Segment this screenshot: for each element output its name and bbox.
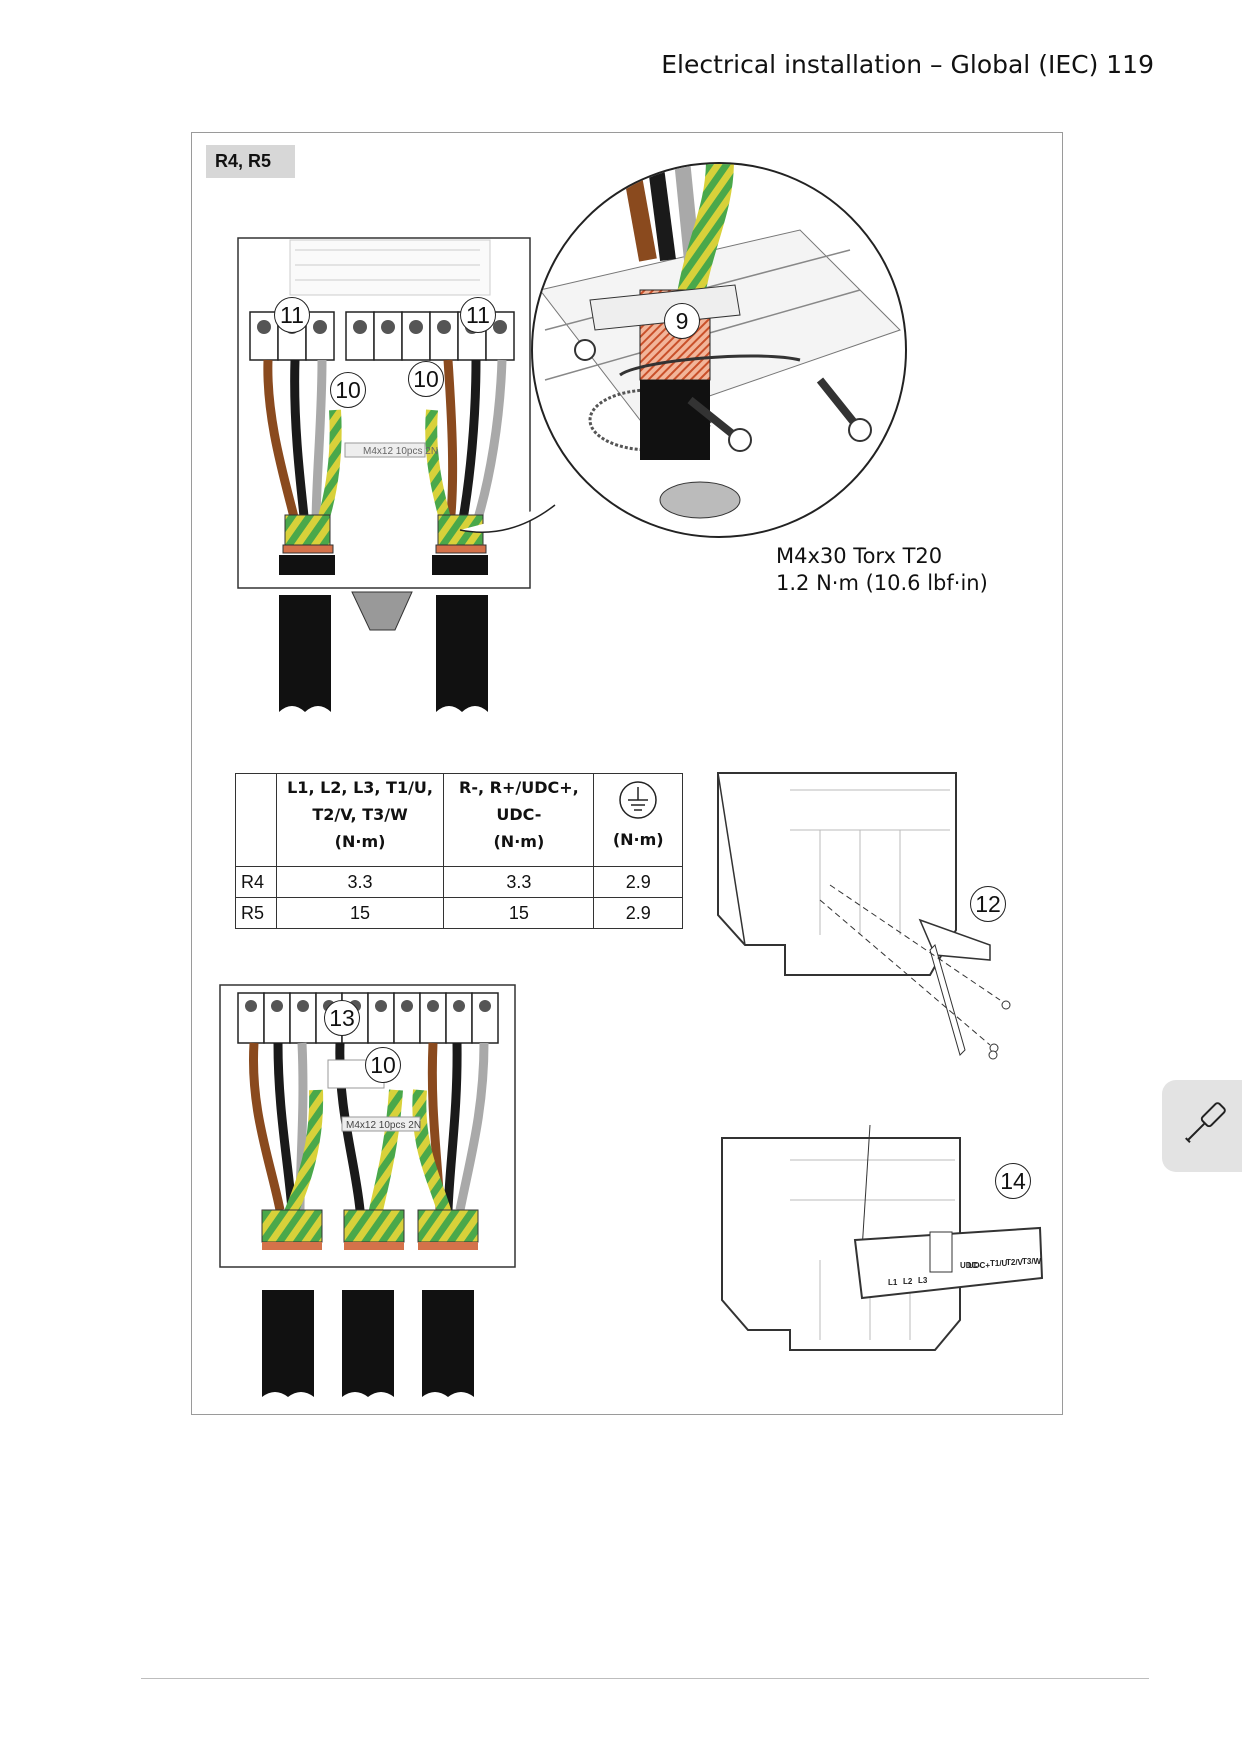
cover-label-l2: L2	[903, 1277, 913, 1286]
model-tag: R4, R5	[206, 145, 295, 178]
table-row: R5 15 15 2.9	[235, 897, 683, 929]
cover-label-t2: T2/V	[1006, 1258, 1024, 1267]
callout-10c: 10	[365, 1047, 401, 1083]
callout-12: 12	[970, 886, 1006, 922]
header-brake-dc-line-2: UDC-	[496, 805, 542, 824]
torque-table-header: L1, L2, L3, T1/U, T2/V, T3/W (N·m) R-, R…	[235, 773, 683, 867]
header-mains-motor-line-2: T2/V, T3/W	[312, 805, 408, 824]
panel-label-a: M4x12 10pcs 2N	[363, 446, 438, 457]
callout-9: 9	[664, 303, 700, 339]
header-brake-dc-line-3: (N·m)	[493, 832, 545, 851]
header-mains-motor-line-3: (N·m)	[334, 832, 386, 851]
screw-spec: M4x30 Torx T20 1.2 N·m (10.6 lbf·in)	[776, 543, 988, 597]
cell-pe: 2.9	[593, 897, 683, 929]
cover-label-t3: T3/W	[1022, 1257, 1042, 1266]
header-brake-dc: R-, R+/UDC+, UDC- (N·m)	[443, 773, 595, 867]
cover-label-l1: L1	[888, 1278, 898, 1287]
chapter-tab[interactable]	[1162, 1080, 1242, 1172]
callout-13: 13	[324, 1000, 360, 1036]
cell-frame: R5	[235, 897, 277, 929]
cover-label-udc-minus: UDC-	[960, 1261, 980, 1270]
callout-14: 14	[995, 1163, 1031, 1199]
ground-symbol-icon	[619, 781, 657, 819]
header-brake-dc-line-1: R-, R+/UDC+,	[459, 778, 579, 797]
header-mains-motor-line-1: L1, L2, L3, T1/U,	[287, 778, 433, 797]
table-row: R4 3.3 3.3 2.9	[235, 866, 683, 898]
cell-frame: R4	[235, 866, 277, 898]
cover-label-l3: L3	[918, 1276, 928, 1285]
cover-label-udc-plus: UDC+	[968, 1261, 990, 1270]
screw-spec-line-1: M4x30 Torx T20	[776, 544, 943, 568]
header-mains-motor: L1, L2, L3, T1/U, T2/V, T3/W (N·m)	[275, 773, 445, 867]
torque-table: L1, L2, L3, T1/U, T2/V, T3/W (N·m) R-, R…	[235, 773, 683, 929]
cell-mains-motor: 3.3	[275, 866, 445, 898]
header-frame-blank	[235, 773, 277, 867]
footer-rule	[141, 1678, 1149, 1679]
panel-label-b: M4x12 10pcs 2N	[346, 1120, 421, 1131]
callout-10a: 10	[330, 372, 366, 408]
callout-11a: 11	[274, 297, 310, 333]
screw-spec-line-2: 1.2 N·m (10.6 lbf·in)	[776, 571, 988, 595]
header-pe: (N·m)	[593, 773, 683, 867]
figure-frame	[191, 132, 1063, 1415]
header-pe-unit: (N·m)	[612, 830, 664, 849]
cell-pe: 2.9	[593, 866, 683, 898]
cover-label-t1: T1/U	[990, 1259, 1008, 1268]
screwdriver-icon	[1185, 1102, 1226, 1143]
callout-10b: 10	[408, 361, 444, 397]
cell-brake-dc: 3.3	[443, 866, 595, 898]
callout-11b: 11	[460, 297, 496, 333]
cell-mains-motor: 15	[275, 897, 445, 929]
cell-brake-dc: 15	[443, 897, 595, 929]
page-header: Electrical installation – Global (IEC) 1…	[661, 50, 1154, 79]
